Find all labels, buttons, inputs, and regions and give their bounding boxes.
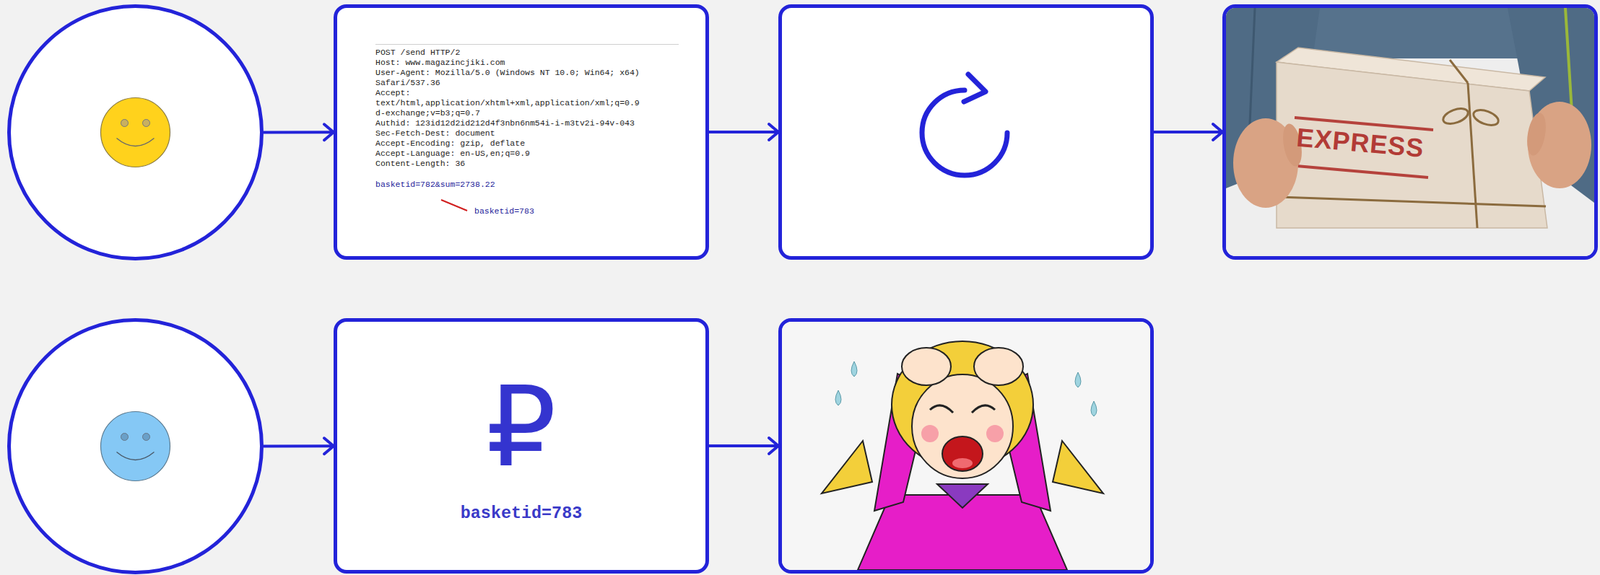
refresh-icon: [781, 7, 1151, 257]
request-line: Safari/537.36: [375, 77, 679, 89]
arrow-head: [1212, 124, 1223, 141]
photo-box-art-part: [911, 374, 1013, 479]
payment-box: ₽ basketid=783: [333, 318, 710, 575]
smiley-face: [10, 322, 260, 572]
photo-box-art-part: [1524, 111, 1549, 157]
node-text: basketid=783: [474, 206, 535, 217]
photo-box: [778, 318, 1154, 575]
photo-box-art-part: [781, 322, 1151, 571]
request-line: Accept:: [375, 88, 679, 99]
user-circle-art-part: [121, 119, 129, 128]
photo-box-art-part: [921, 425, 939, 443]
photo-box-art-part: [821, 441, 873, 494]
http-request-block: POST /send HTTP/2Host: www.magazincjiki.…: [375, 44, 679, 190]
request-line: Sec-Fetch-Dest: document: [375, 128, 679, 139]
user-circle-art-part: [101, 412, 171, 482]
photo-box-art-part: [986, 425, 1004, 443]
node-text: basketid=783: [337, 503, 706, 525]
flow-arrow: [263, 444, 334, 448]
user-circle-art-part: [142, 433, 151, 442]
user-circle-art-part: [101, 98, 171, 168]
photo-box-art-part: [1052, 441, 1104, 494]
user-circle: [7, 4, 264, 261]
photo-box-art-part: [1288, 165, 1429, 178]
arrow-head: [768, 124, 779, 141]
flow-arrow: [1153, 130, 1223, 134]
photo-box-art-part: [1225, 7, 1595, 257]
photo-box-art-part: [851, 361, 858, 377]
process-box-art-part: [963, 74, 986, 102]
user-circle-art-part: [101, 98, 171, 168]
photo-box-art-part: [974, 348, 1024, 386]
package-photo: [1225, 7, 1595, 257]
request-line: User-Agent: Mozilla/5.0 (Windows NT 10.0…: [375, 67, 679, 78]
request-line: d-exchange;v=b3;q=0.7: [375, 108, 679, 119]
user-circle-art-part: [116, 452, 155, 461]
photo-box-art-part: [1075, 372, 1081, 388]
photo-box-art-part: [1449, 59, 1468, 84]
photo-box-art-part: [835, 390, 842, 406]
photo-box-art-part: [1441, 105, 1471, 127]
flow-arrow: [709, 444, 779, 448]
request-line: Accept-Encoding: gzip, deflate: [375, 138, 679, 149]
request-box: POST /send HTTP/2Host: www.magazincjiki.…: [333, 4, 710, 260]
process-box: [778, 4, 1154, 260]
user-circle-art-part: [116, 138, 155, 147]
request-line: Accept-Language: en-US,en;q=0.9: [375, 148, 679, 159]
flow-arrow: [263, 130, 334, 134]
photo-box-art-part: [1276, 62, 1548, 229]
photo-box-art-part: [952, 458, 973, 469]
request-line: Authid: 123id12d2id212d4f3nbn6nm54i-i-m3…: [375, 118, 679, 129]
photo-box: EXPRESS: [1222, 4, 1598, 260]
arrow-head: [324, 438, 334, 455]
flow-arrow: [709, 130, 779, 134]
user-circle-art-part: [142, 119, 151, 128]
photo-box-art-part: [1467, 83, 1478, 229]
ruble-symbol: ₽: [337, 372, 706, 484]
photo-box-art-part: [971, 405, 995, 413]
user-circle-art-part: [121, 433, 129, 442]
photo-box-art-part: [1090, 401, 1097, 417]
photo-box-art-part: [1277, 197, 1546, 207]
photo-box-art-part: [1471, 106, 1501, 128]
request-line: text/html,application/xhtml+xml,applicat…: [375, 98, 679, 109]
request-line: Content-Length: 36: [375, 158, 679, 169]
user-circle-art-part: [101, 412, 171, 482]
photo-box-art-part: [901, 348, 951, 386]
request-line: POST /send HTTP/2: [375, 47, 679, 58]
arrow-head: [768, 438, 779, 455]
arrow-head: [324, 124, 334, 141]
photo-box-art-part: [929, 405, 954, 413]
crying-girl: [781, 322, 1151, 571]
user-circle: [7, 318, 264, 575]
photo-box-art-part: [942, 436, 983, 472]
request-box-art-part: [441, 200, 468, 211]
smiley-face: [10, 7, 260, 258]
request-line: basketid=782&sum=2738.22: [375, 179, 679, 190]
request-line: Host: www.magazincjiki.com: [375, 57, 679, 68]
photo-box-art-part: [937, 484, 988, 509]
